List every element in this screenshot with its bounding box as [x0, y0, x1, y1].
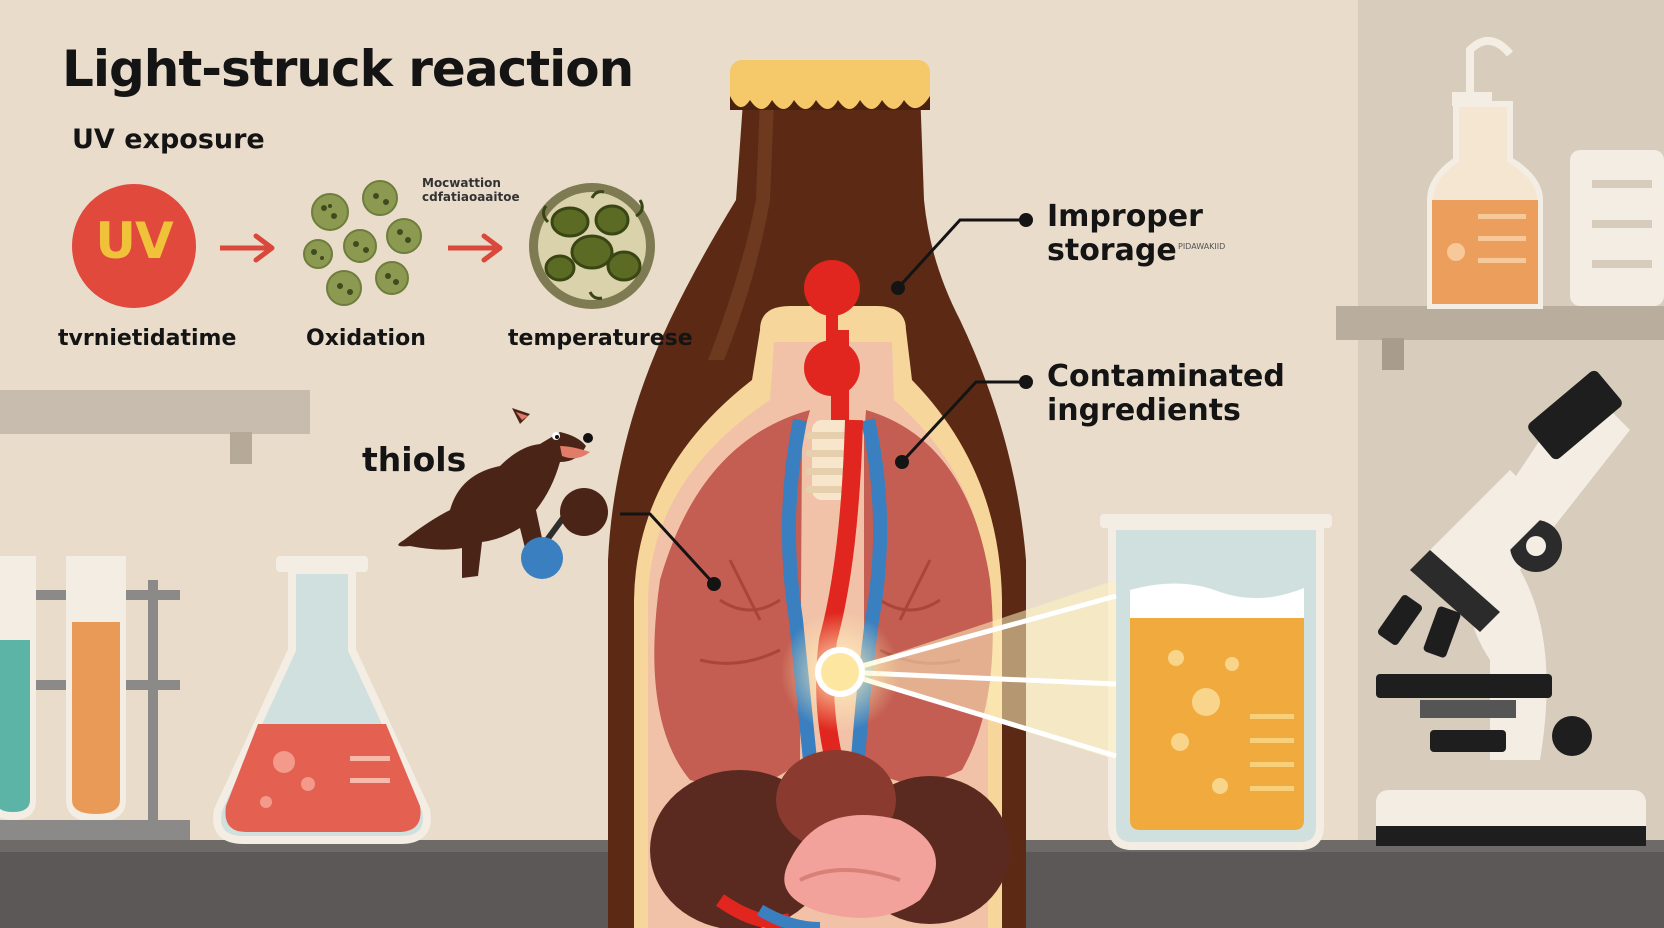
- arrow-right-icon: [220, 233, 275, 263]
- arrow-right-icon: [448, 233, 503, 263]
- uv-circle-icon: [72, 184, 196, 308]
- small-annotation-line: Mocwattion: [422, 176, 501, 190]
- callout-fine-print: PIDAWAKIID: [1178, 242, 1226, 251]
- wall-shelf-left: [0, 390, 310, 434]
- shelf-bracket-left: [230, 432, 252, 464]
- shelf-flask: [1427, 37, 1543, 309]
- callout-dot: [707, 577, 721, 591]
- callout-line: Improper: [1047, 199, 1203, 234]
- callout-dot: [1019, 213, 1033, 227]
- shelf-bracket-right: [1382, 338, 1404, 370]
- thiol-animal-illustration: [398, 408, 608, 579]
- shelf-document: [1570, 150, 1664, 306]
- callout-dot: [891, 281, 905, 295]
- beaker: [1100, 514, 1332, 850]
- wall-shelf-right: [1336, 306, 1664, 340]
- thiols-label: thiols: [362, 440, 467, 479]
- microorganism-icon: [529, 183, 655, 309]
- microscope: [1376, 370, 1646, 846]
- light-beam: [780, 580, 1117, 760]
- step-label-1: tvrnietidatime: [58, 326, 237, 351]
- callout-dot: [895, 455, 909, 469]
- small-annotation-line: cdfatiaoaaitoe: [422, 190, 520, 204]
- callout-leader-contaminated: [900, 380, 1026, 464]
- step-label-oxidation: Oxidation: [306, 326, 426, 351]
- callout-line: Contaminated: [1047, 359, 1285, 394]
- uv-exposure-heading: UV exposure: [72, 124, 265, 155]
- page-title: Light-struck reaction: [62, 40, 634, 98]
- callout-line: storage: [1047, 233, 1177, 268]
- step-label-temperature: temperaturese: [508, 326, 693, 351]
- callout-contaminated-ingredients: Contaminated ingredients: [1047, 360, 1285, 428]
- small-annotation: Mocwattion cdfatiaoaaitoe: [422, 176, 520, 204]
- oxidation-particles-icon: [303, 180, 422, 306]
- callout-line: ingredients: [1047, 393, 1241, 428]
- callout-dot: [1019, 375, 1033, 389]
- test-tube-rack: [0, 556, 190, 840]
- uv-badge-text: UV: [95, 212, 173, 270]
- callout-leader-improper-storage: [896, 218, 1026, 290]
- callout-leader-thiols: [620, 512, 716, 586]
- callout-improper-storage: Improper storage: [1047, 200, 1203, 268]
- bottle-cap: [730, 60, 930, 110]
- erlenmeyer-flask: [213, 556, 431, 844]
